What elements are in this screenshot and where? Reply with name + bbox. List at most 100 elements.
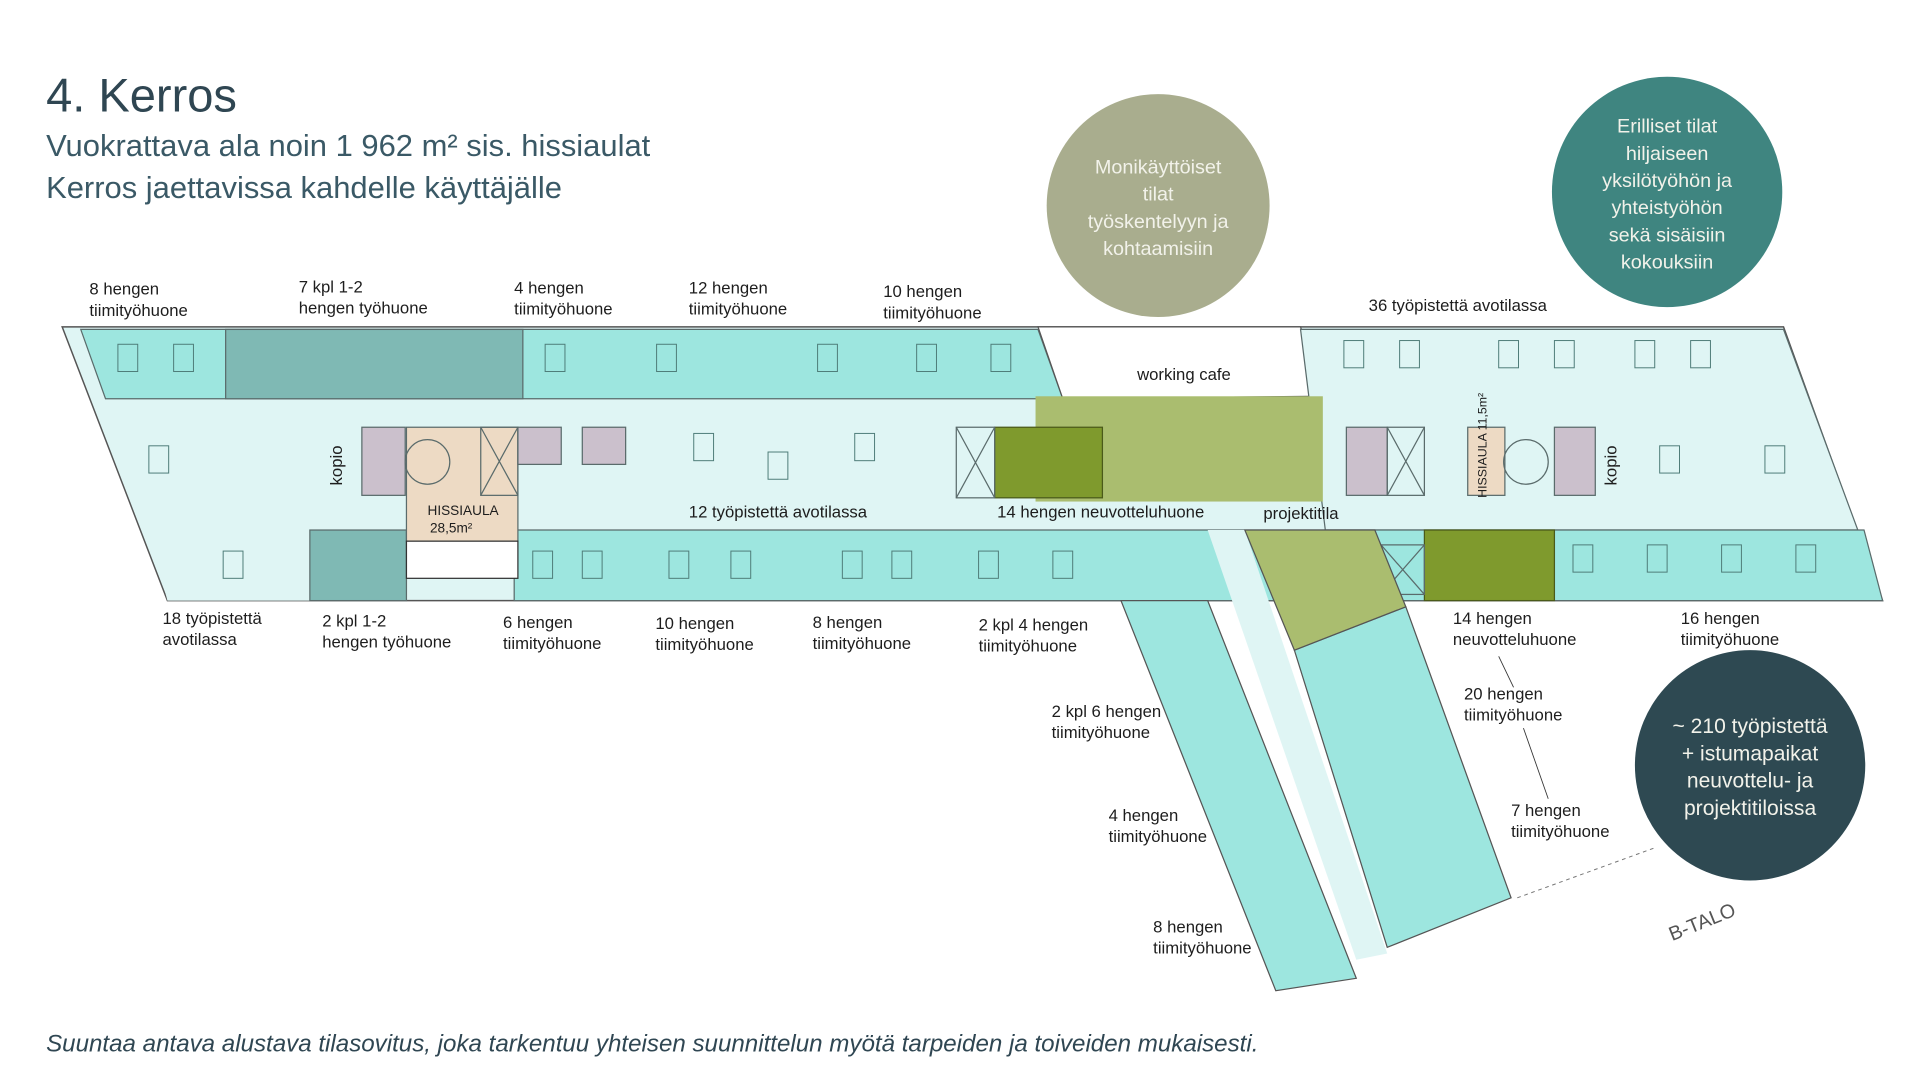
svg-text:tilat: tilat [1143, 184, 1174, 206]
desk [693, 432, 715, 462]
svg-text:työskentelyyn ja: työskentelyyn ja [1088, 211, 1230, 233]
svg-text:Erilliset tilat: Erilliset tilat [1617, 116, 1718, 138]
footer-note: Suuntaa antava alustava tilasovitus, jok… [46, 1030, 1258, 1057]
project-area [1243, 529, 1407, 651]
shaft [404, 426, 1549, 596]
label: 10 hengen [883, 282, 962, 301]
bubble-separate-rooms: Erilliset tilat hiljaiseen yksilötyöhön … [1551, 76, 1783, 308]
label: 28,5m² [430, 521, 473, 536]
wing-corridor [1207, 530, 1388, 960]
label: 8 hengen [1153, 917, 1223, 936]
desk [1721, 544, 1742, 573]
desk [1764, 445, 1786, 474]
subtitle-split: Kerros jaettavissa kahdelle käyttäjälle [46, 170, 562, 205]
desk [1399, 340, 1420, 369]
subtitle-area: Vuokrattava ala noin 1 962 m² sis. hissi… [46, 128, 651, 163]
wc [1553, 426, 1596, 496]
wc [361, 426, 406, 496]
label: working cafe [1136, 365, 1231, 384]
label: 8 hengen [89, 280, 159, 299]
svg-text:projektitiloissa: projektitiloissa [1684, 797, 1816, 820]
wc [517, 426, 562, 466]
desk [1572, 544, 1594, 573]
desk [1690, 340, 1711, 369]
svg-text:hiljaiseen: hiljaiseen [1626, 143, 1709, 165]
label: tiimityöhuone [514, 300, 612, 319]
svg-text:Monikäyttöiset: Monikäyttöiset [1095, 156, 1222, 178]
label: hengen työhuone [322, 633, 451, 652]
desk [668, 550, 690, 579]
label: projektitila [1263, 504, 1339, 523]
wing-left-rooms [1120, 599, 1358, 992]
label: 20 hengen [1464, 685, 1543, 704]
svg-text:yksilötyöhön ja: yksilötyöhön ja [1602, 170, 1733, 192]
label-b-talo: B-TALO [1666, 899, 1739, 946]
desk [1646, 544, 1668, 573]
label: 10 hengen [655, 614, 734, 633]
svg-text:+ istumapaikat: + istumapaikat [1682, 742, 1818, 765]
wc [581, 426, 627, 466]
desk [767, 451, 789, 480]
desk [1343, 340, 1365, 369]
label: 6 hengen [503, 613, 573, 632]
desk [117, 343, 139, 373]
label: tiimityöhuone [1511, 822, 1609, 841]
desk [1498, 340, 1520, 369]
label: kopio [327, 446, 346, 486]
label: 4 hengen [1109, 806, 1179, 825]
wc [1345, 426, 1388, 496]
desk [222, 550, 244, 579]
label: tiimityöhuone [689, 300, 787, 319]
desk [1795, 544, 1817, 573]
private-rooms-bottom [309, 529, 408, 602]
label: HISSIAULA [428, 503, 500, 518]
furniture [117, 340, 1817, 579]
page-title: 4. Kerros [46, 68, 237, 121]
floor-plan [61, 326, 1884, 992]
svg-text:neuvottelu- ja: neuvottelu- ja [1687, 770, 1814, 793]
label: 4 hengen [514, 278, 584, 297]
desk [854, 432, 876, 462]
label: tiimityöhuone [1052, 723, 1150, 742]
label: 16 hengen [1681, 609, 1760, 628]
working-cafe-area [1037, 326, 1324, 400]
desk [1052, 550, 1074, 579]
desk [730, 550, 752, 579]
label: tiimityöhuone [1464, 706, 1562, 725]
open-area-left-bottom [148, 530, 310, 601]
label: 2 kpl 1-2 [322, 612, 386, 631]
label: 12 hengen [689, 278, 768, 297]
desk [581, 550, 603, 579]
label: tiimityöhuone [979, 636, 1077, 655]
svg-text:kohtaamisiin: kohtaamisiin [1103, 238, 1213, 260]
label: 14 hengen neuvotteluhuone [997, 503, 1204, 522]
desk [544, 343, 566, 373]
room-labels: 8 hengen tiimityöhuone 7 kpl 1-2 hengen … [89, 277, 1779, 957]
desk [978, 550, 999, 579]
label: kopio [1601, 446, 1620, 486]
svg-text:yhteistyöhön: yhteistyöhön [1612, 197, 1723, 219]
lobby-right [1467, 426, 1506, 496]
desk [1634, 340, 1656, 369]
label: HISSIAULA 11,5m² [1475, 393, 1489, 498]
desk [532, 550, 554, 579]
label: 7 hengen [1511, 801, 1581, 820]
label: neuvotteluhuone [1453, 630, 1577, 649]
desk [990, 343, 1012, 373]
desk [891, 550, 913, 579]
label: 18 työpistettä [162, 609, 262, 628]
desk [173, 343, 194, 373]
label: tiimityöhuone [1109, 827, 1207, 846]
label: 12 työpistettä avotilassa [689, 503, 868, 522]
label: tiimityöhuone [655, 635, 753, 654]
desk [817, 343, 838, 373]
label: 7 kpl 1-2 [299, 277, 363, 296]
desk [1659, 445, 1680, 474]
label: tiimityöhuone [1153, 939, 1251, 958]
label: tiimityöhuone [503, 634, 601, 653]
svg-text:sekä sisäisiin: sekä sisäisiin [1609, 224, 1726, 246]
label: tiimityöhuone [883, 303, 981, 322]
label: hengen työhuone [299, 298, 428, 317]
label: tiimityöhuone [813, 634, 911, 653]
